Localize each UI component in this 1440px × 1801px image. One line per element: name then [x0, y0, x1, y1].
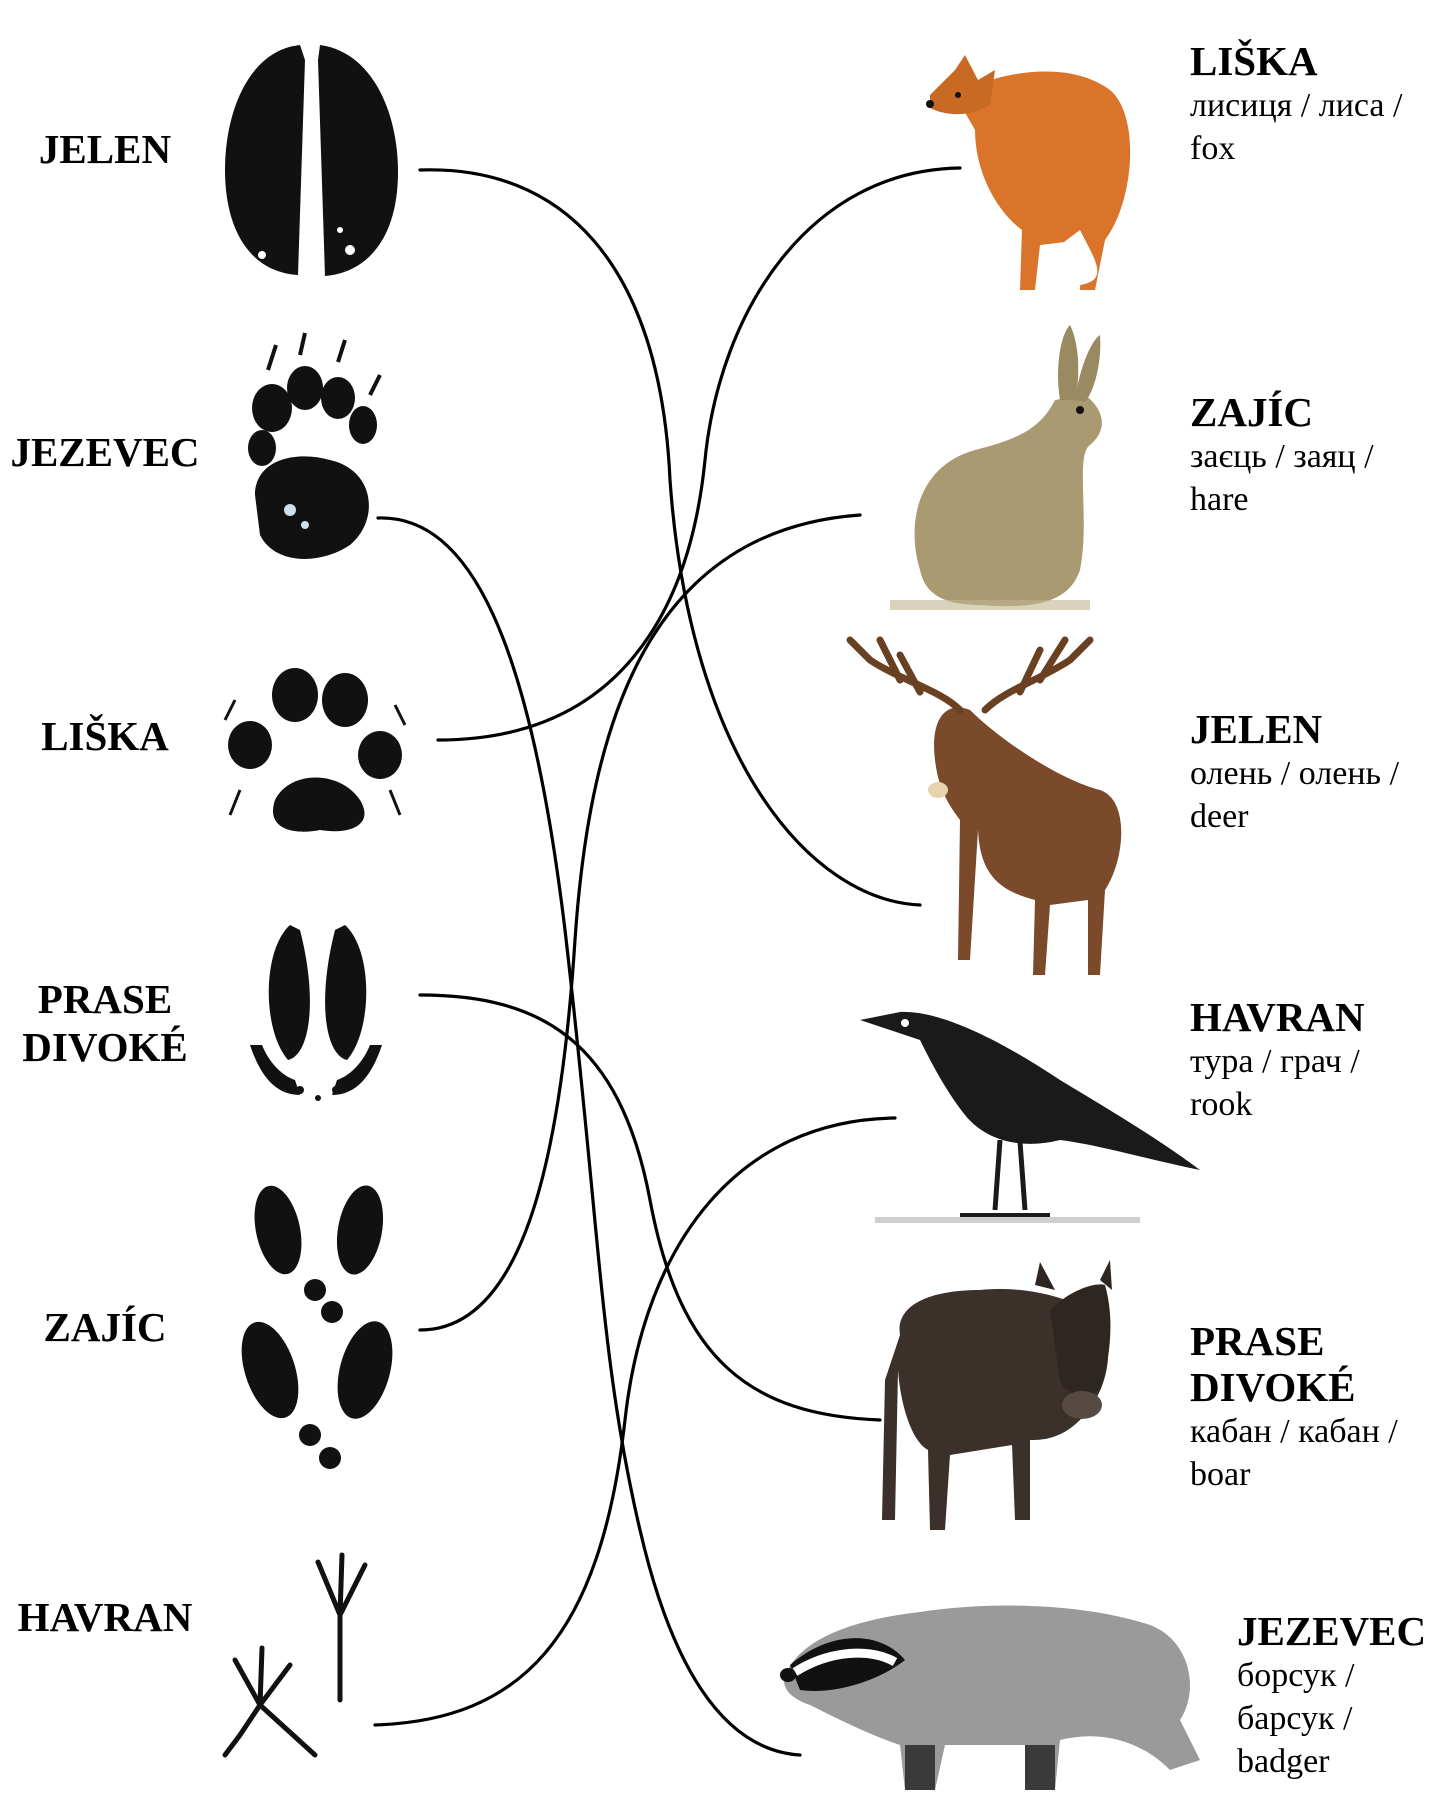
hare-track-icon — [231, 1181, 402, 1469]
badger-paw-track-icon — [248, 333, 380, 559]
line-jezevec-to-badger — [378, 518, 800, 1755]
matching-lines — [375, 168, 960, 1755]
deer-icon — [850, 640, 1121, 975]
boar-icon — [882, 1260, 1112, 1530]
boar-hoof-track-icon — [250, 925, 382, 1101]
badger-icon — [780, 1606, 1200, 1790]
deer-hoof-track-icon — [225, 45, 398, 276]
fox-paw-track-icon — [225, 668, 405, 832]
line-jelen-to-deer — [420, 170, 920, 905]
fox-icon — [926, 55, 1130, 290]
rook-icon — [860, 1012, 1200, 1220]
hare-icon — [890, 325, 1102, 610]
line-prase-to-boar — [420, 995, 880, 1420]
line-zajic-to-hare — [420, 515, 860, 1330]
line-havran-to-rook — [375, 1118, 895, 1725]
rook-footprint-icon — [225, 1555, 365, 1755]
